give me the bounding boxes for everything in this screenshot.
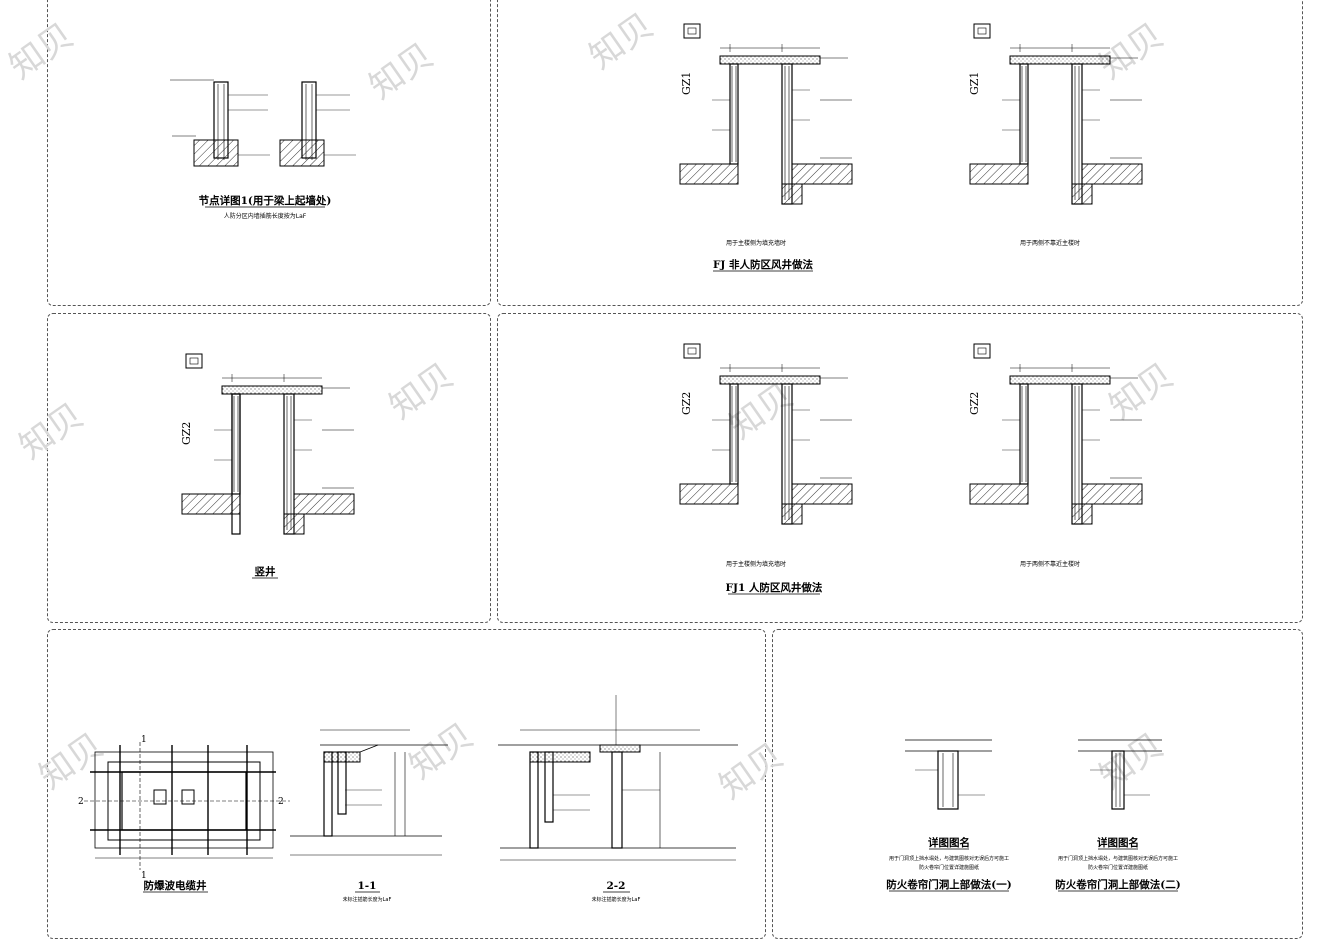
panel-fj-non-civil bbox=[497, 0, 1303, 306]
fj-caption-left: 用于主楼侧为填充墙时 bbox=[726, 239, 786, 247]
section-1-title: 1-1 bbox=[358, 880, 377, 892]
watermark-text: 知贝 bbox=[402, 716, 481, 788]
node-detail-drawing bbox=[170, 79, 356, 167]
fj-gz-label-right: GZ1 bbox=[968, 72, 981, 95]
section-mark-2-right: 2 bbox=[278, 797, 284, 807]
shaft-extra-wall bbox=[231, 393, 241, 535]
shaft-gz-label: GZ2 bbox=[180, 422, 193, 445]
panel-node-detail bbox=[47, 0, 491, 306]
fj1-gz-label-right: GZ2 bbox=[968, 392, 981, 415]
fj1-left-drawing bbox=[679, 343, 853, 525]
fire-shutter-right-note-2: 防火卷帘门位置详建施图纸 bbox=[1088, 864, 1148, 871]
fire-shutter-left-caption: 防火卷帘门洞上部做法(一) bbox=[886, 878, 1011, 891]
section-mark-1-bottom: 1 bbox=[141, 871, 147, 881]
cable-well-section-2 bbox=[498, 695, 738, 861]
fj1-right-drawing bbox=[969, 343, 1143, 525]
fire-shutter-right-caption: 防火卷帘门洞上部做法(二) bbox=[1055, 878, 1180, 891]
watermark-text: 知贝 bbox=[12, 396, 91, 468]
watermark-text: 知贝 bbox=[712, 736, 791, 808]
watermark-text: 知贝 bbox=[32, 726, 111, 798]
section-2-title: 2-2 bbox=[607, 880, 626, 892]
watermark-text: 知贝 bbox=[1102, 356, 1181, 428]
fire-shutter-left-note-1: 用于门洞顶上挡水塌处，与建筑图核对无误后方可施工 bbox=[889, 855, 1009, 862]
fj-non-civil-title: FJ 非人防区风井做法 bbox=[713, 258, 814, 271]
fire-shutter-left-title: 详图图名 bbox=[928, 836, 970, 849]
panel-shaft bbox=[47, 313, 491, 623]
fj1-civil-title: FJ1 人防区风井做法 bbox=[726, 581, 823, 594]
shaft-drawing bbox=[181, 353, 355, 535]
cable-well-section-1 bbox=[290, 729, 448, 856]
fj-left-drawing bbox=[679, 23, 853, 205]
cable-well-title: 防爆波电缆井 bbox=[144, 879, 207, 892]
fire-shutter-left-drawing bbox=[905, 739, 992, 810]
fire-shutter-left-note-2: 防火卷帘门位置详建施图纸 bbox=[919, 864, 979, 871]
section-1-note: 未标注插筋长度为LaF bbox=[343, 896, 392, 903]
watermark-group: 知贝 知贝 知贝 知贝 知贝 知贝 知贝 知贝 知贝 知贝 知贝 知贝 bbox=[2, 6, 1181, 808]
watermark-text: 知贝 bbox=[2, 16, 81, 88]
fj-gz-label-left: GZ1 bbox=[680, 72, 693, 95]
section-mark-1-top: 1 bbox=[141, 735, 147, 745]
watermark-text: 知贝 bbox=[582, 6, 661, 78]
node-detail-title: 节点详图1(用于梁上起墙处) bbox=[199, 194, 332, 207]
node-detail-subtitle: 人防分区内墙插筋长度按为LaF bbox=[224, 212, 307, 220]
fire-shutter-right-note-1: 用于门洞顶上挡水塌处，与建筑图核对无误后方可施工 bbox=[1058, 855, 1178, 862]
watermark-text: 知贝 bbox=[1092, 726, 1171, 798]
fire-shutter-right-drawing bbox=[1078, 739, 1162, 810]
fire-shutter-right-title: 详图图名 bbox=[1097, 836, 1139, 849]
fj-caption-right: 用于两侧不靠近主楼时 bbox=[1020, 239, 1080, 247]
watermark-text: 知贝 bbox=[382, 356, 461, 428]
cable-well-plan bbox=[84, 742, 290, 870]
watermark-text: 知贝 bbox=[362, 36, 441, 108]
section-2-note: 未标注插筋长度为LaF bbox=[592, 896, 641, 903]
section-mark-2-left: 2 bbox=[78, 797, 84, 807]
shaft-title: 竖井 bbox=[255, 565, 276, 578]
watermark-text: 知贝 bbox=[1092, 16, 1171, 88]
fj1-caption-left: 用于主楼侧为填充墙时 bbox=[726, 560, 786, 568]
panel-fj1-civil bbox=[497, 313, 1303, 623]
fj1-gz-label-left: GZ2 bbox=[680, 392, 693, 415]
fj1-caption-right: 用于两侧不靠近主楼时 bbox=[1020, 560, 1080, 568]
